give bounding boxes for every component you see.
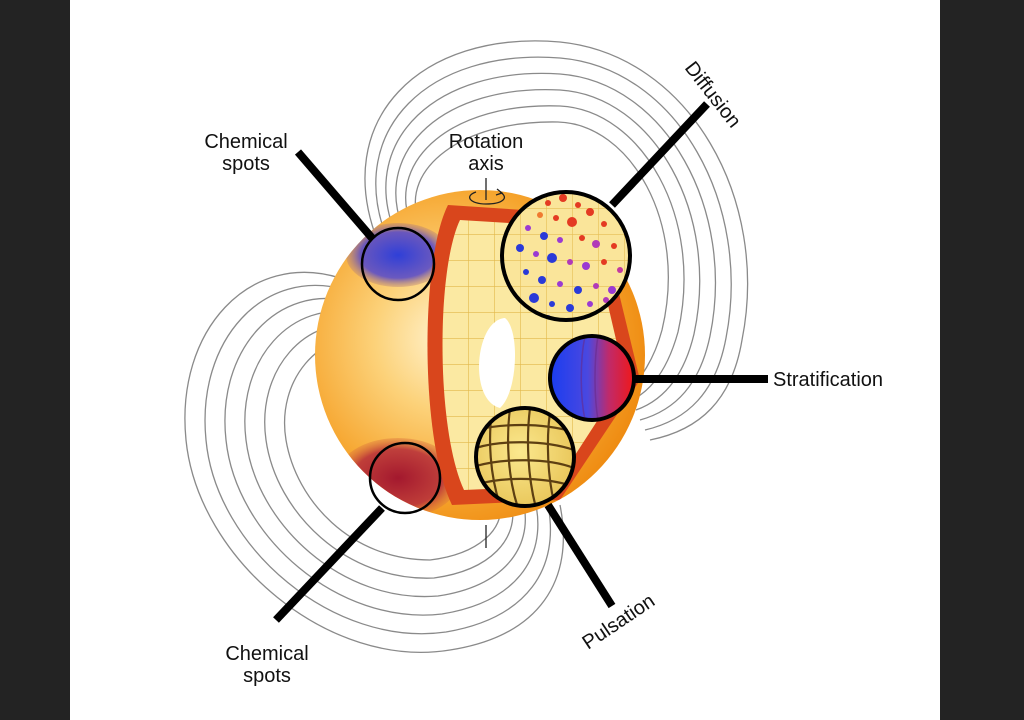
label-chemical-spots-top-line1: Chemical bbox=[204, 131, 287, 153]
label-chemical-spots-bottom-line2: spots bbox=[243, 665, 291, 687]
star-core-cavity bbox=[479, 318, 516, 408]
label-chemical-spots-top-line2: spots bbox=[222, 153, 270, 175]
diffusion-inset bbox=[500, 190, 632, 322]
stratification-inset bbox=[548, 334, 636, 422]
label-stratification: Stratification bbox=[773, 369, 883, 391]
leader-pulsation bbox=[544, 502, 616, 609]
leader-lines bbox=[273, 101, 768, 623]
magnetic-field-lines-upper bbox=[364, 40, 749, 441]
chemical-spot-top-circle bbox=[360, 226, 436, 302]
rotation-axis bbox=[469, 178, 505, 548]
left-dark-border bbox=[0, 0, 70, 720]
diffusion-particles bbox=[516, 194, 623, 320]
leader-chemical-spots-bottom bbox=[273, 505, 385, 623]
label-pulsation: Pulsation bbox=[578, 590, 659, 654]
label-rotation-axis-line2: axis bbox=[468, 153, 504, 175]
leader-chemical-spots-top bbox=[294, 149, 376, 241]
magnetic-field-lines-lower bbox=[184, 271, 564, 653]
leader-diffusion bbox=[609, 101, 710, 208]
chemical-spot-bottom-circle bbox=[368, 441, 442, 515]
right-dark-border bbox=[940, 0, 1024, 720]
label-chemical-spots-bottom-line1: Chemical bbox=[225, 643, 308, 665]
pulsation-inset bbox=[474, 406, 576, 508]
label-rotation-axis-line1: Rotation bbox=[449, 131, 524, 153]
